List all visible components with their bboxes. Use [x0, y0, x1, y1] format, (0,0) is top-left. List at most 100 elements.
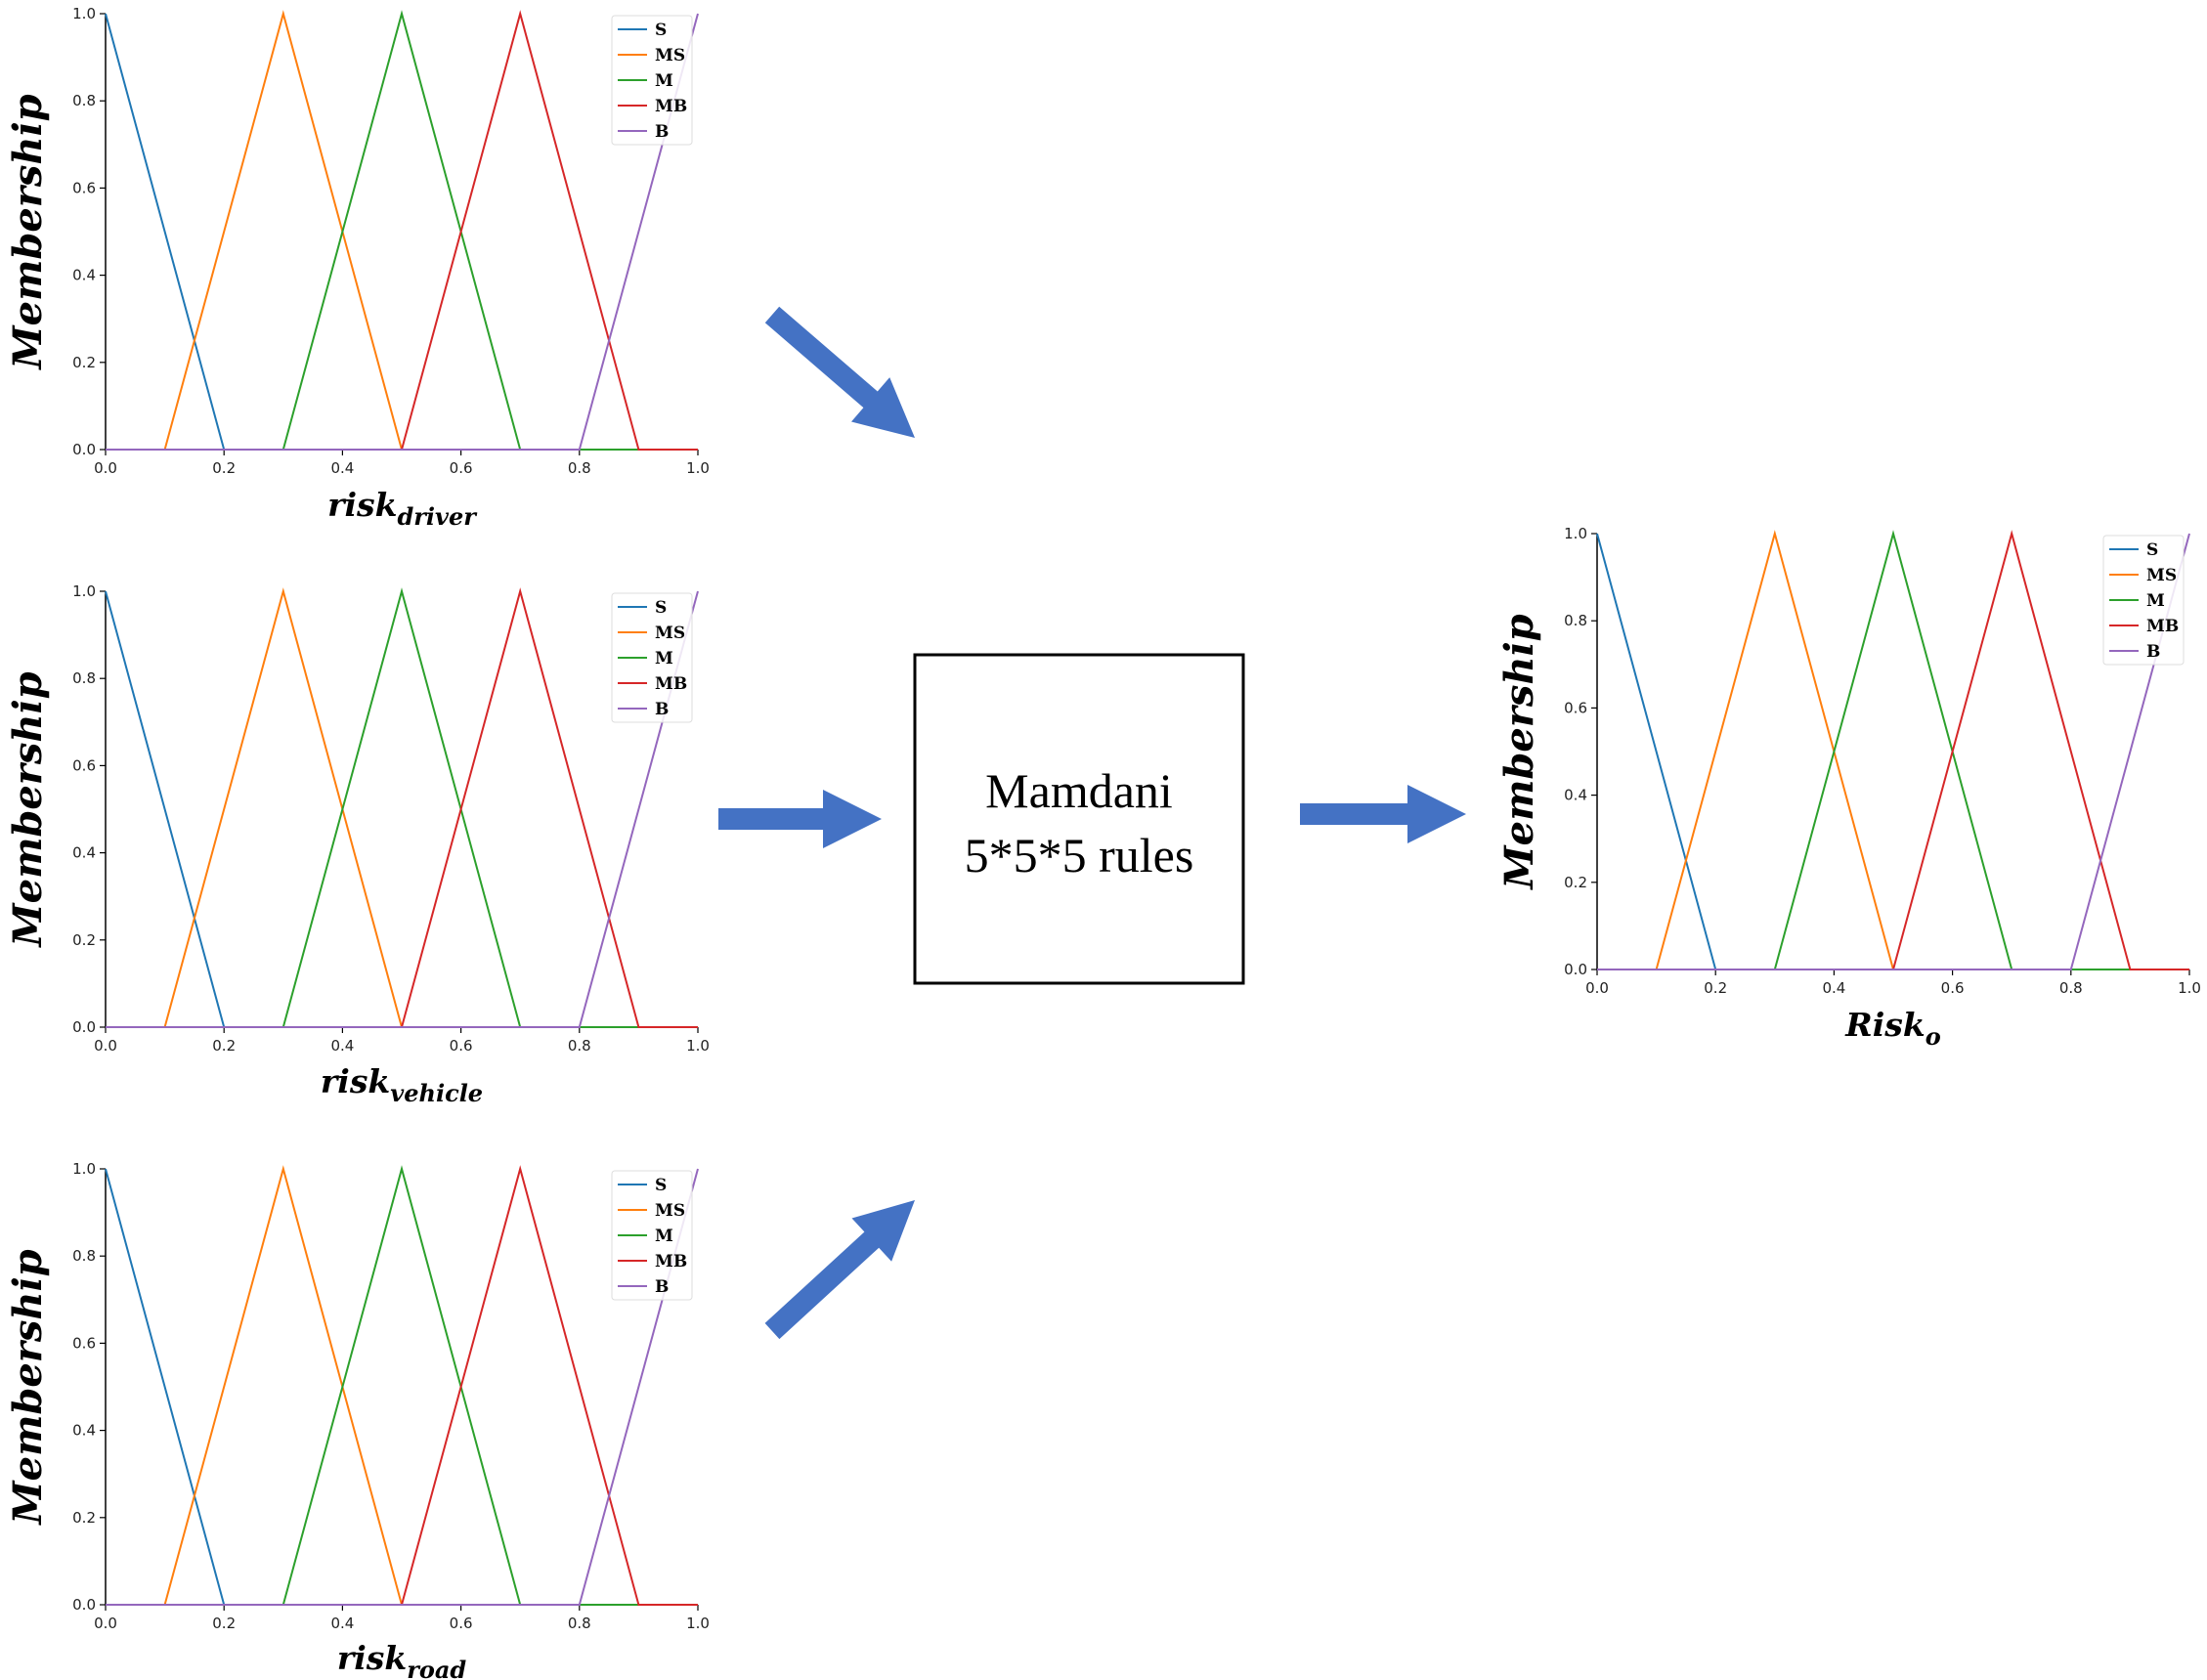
y-tick-label: 0.4	[1564, 787, 1587, 804]
x-axis-title: riskroad	[337, 1639, 467, 1680]
mamdani-box-title: Mamdani	[985, 763, 1173, 818]
y-tick-label: 0.8	[1564, 612, 1587, 629]
legend-entry: S	[655, 21, 667, 40]
mamdani-box: Mamdani 5*5*5 rules	[913, 653, 1245, 985]
series-line-ms	[1597, 530, 2189, 970]
y-tick-label: 0.0	[72, 1018, 96, 1036]
x-tick-label: 1.0	[686, 459, 710, 477]
series-line-ms	[106, 1165, 698, 1606]
x-tick-label: 1.0	[686, 1037, 710, 1055]
y-tick-label: 0.8	[72, 1247, 96, 1265]
x-tick-label: 0.8	[568, 459, 591, 477]
x-axis-title-main: Risk	[1844, 1006, 1925, 1044]
y-tick-label: 0.6	[72, 1334, 96, 1352]
x-tick-label: 0.4	[1822, 979, 1845, 997]
x-axis-title-subscript: driver	[397, 502, 478, 531]
x-tick-label: 0.6	[450, 1037, 473, 1055]
legend-entry: MS	[2146, 566, 2177, 585]
legend-entry: MB	[2146, 617, 2179, 636]
y-tick-label: 0.2	[1564, 874, 1587, 891]
y-tick-label: 1.0	[1564, 525, 1587, 542]
legend-entry: B	[655, 122, 669, 142]
legend-entry: S	[655, 598, 667, 618]
y-tick-label: 0.4	[72, 267, 96, 284]
mamdani-box-rules: 5*5*5 rules	[965, 828, 1194, 883]
legend-entry: MS	[655, 1201, 685, 1221]
series-line-s	[105, 13, 698, 451]
x-axis-title: riskdriver	[327, 486, 478, 531]
series-line-b	[106, 13, 699, 451]
legend-entry: S	[2146, 540, 2158, 560]
x-tick-label: 0.8	[2059, 979, 2083, 997]
x-axis-title: riskvehicle	[321, 1062, 483, 1107]
arrow-road-to-box	[764, 1200, 915, 1340]
x-tick-label: 0.0	[94, 1615, 117, 1632]
y-tick-label: 0.4	[72, 844, 96, 862]
x-tick-label: 0.6	[450, 1615, 473, 1632]
legend-box	[611, 1170, 693, 1301]
x-tick-label: 0.6	[450, 459, 473, 477]
x-tick-label: 1.0	[686, 1615, 710, 1632]
mamdani-box-frame	[913, 653, 1245, 985]
y-tick-label: 1.0	[72, 1160, 96, 1178]
series-line-mb	[106, 587, 698, 1028]
series-line-mb	[1597, 530, 2189, 970]
x-tick-label: 0.4	[330, 1037, 354, 1055]
x-axis-title-main: risk	[337, 1639, 407, 1677]
y-tick-label: 0.4	[72, 1422, 96, 1440]
legend-entry: M	[655, 1227, 673, 1246]
series-line-m	[106, 1165, 698, 1606]
y-tick-label: 0.0	[72, 441, 96, 458]
legend-box	[2102, 535, 2185, 666]
legend-box	[611, 592, 693, 723]
series-line-b	[1597, 533, 2190, 970]
x-tick-label: 0.0	[1585, 979, 1609, 997]
series-line-mb	[106, 10, 698, 451]
series-line-mb	[106, 1165, 698, 1606]
y-tick-label: 1.0	[72, 582, 96, 600]
legend-box	[611, 15, 693, 146]
x-tick-label: 0.2	[212, 1037, 236, 1055]
arrow-vehicle-to-box	[718, 790, 882, 848]
arrow-driver-to-box	[764, 306, 915, 438]
x-tick-label: 0.4	[330, 1615, 354, 1632]
x-tick-label: 0.0	[94, 1037, 117, 1055]
y-tick-label: 0.6	[1564, 699, 1587, 716]
x-axis-title-subscript: vehicle	[390, 1079, 483, 1107]
x-axis-title-main: risk	[327, 486, 397, 524]
series-line-s	[105, 590, 698, 1028]
series-line-s	[1596, 533, 2189, 970]
series-line-ms	[106, 10, 698, 451]
legend-entry: MB	[655, 674, 687, 694]
x-tick-label: 0.8	[568, 1615, 591, 1632]
y-tick-label: 0.8	[72, 92, 96, 109]
x-tick-label: 0.2	[1704, 979, 1727, 997]
y-tick-label: 0.2	[72, 931, 96, 949]
y-tick-label: 0.8	[72, 669, 96, 687]
y-tick-label: 1.0	[72, 5, 96, 22]
flow-arrows	[718, 306, 1466, 1340]
y-tick-label: 0.6	[72, 179, 96, 196]
legend-entry: B	[2146, 642, 2160, 662]
y-tick-label: 0.0	[1564, 961, 1587, 978]
y-axis-title: Membership	[5, 94, 51, 370]
series-line-ms	[106, 587, 698, 1028]
y-axis-title: Membership	[5, 1249, 51, 1526]
y-axis-title: Membership	[5, 671, 51, 948]
x-tick-label: 0.6	[1941, 979, 1965, 997]
legend-entry: B	[655, 700, 669, 719]
x-tick-label: 0.8	[568, 1037, 591, 1055]
x-tick-label: 0.2	[212, 1615, 236, 1632]
x-axis-title-subscript: road	[407, 1656, 466, 1680]
series-line-s	[105, 1168, 698, 1606]
x-tick-label: 0.2	[212, 459, 236, 477]
y-tick-label: 0.2	[72, 354, 96, 371]
legend-entry: S	[655, 1176, 667, 1195]
legend-entry: M	[2146, 591, 2165, 611]
legend-entry: MS	[655, 46, 685, 65]
legend-entry: MS	[655, 624, 685, 643]
